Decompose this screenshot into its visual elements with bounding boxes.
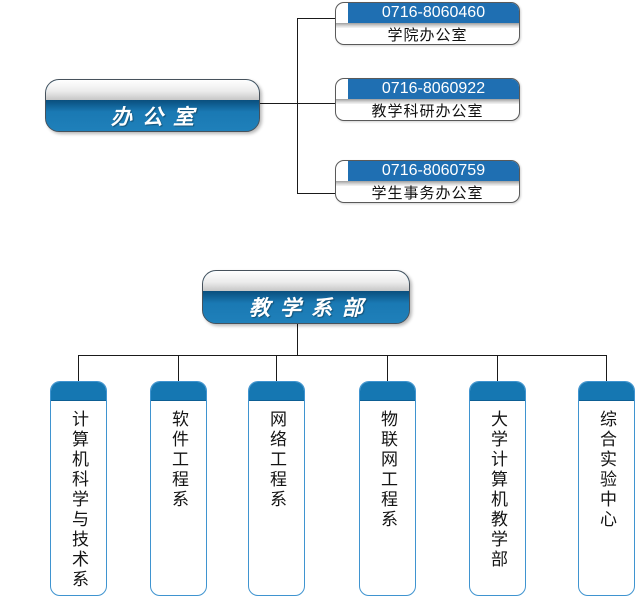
teaching-node-label: 教学系部 [249, 295, 373, 320]
dept-node-cap [470, 382, 525, 401]
dept-label-software-engineering: 软件工程系 [169, 410, 188, 510]
phone-node-college-office: 0716-8060460 学院办公室 [335, 2, 520, 45]
dept-node-cap [579, 382, 634, 401]
teaching-node-gloss-cap [203, 271, 409, 291]
dept-node-comprehensive-lab-center: 综合实验中心 [578, 381, 635, 596]
dept-label-computer-science: 计算机科学与技术系 [69, 410, 88, 590]
phone-label-teaching-research-office: 教学科研办公室 [371, 103, 484, 120]
connector-drop-network [276, 355, 277, 382]
phone-node-divider [336, 99, 519, 104]
phone-number-teaching-research-office: 0716-8060922 [348, 79, 519, 99]
teaching-parent-node: 教学系部 [202, 270, 410, 324]
dept-label-university-computer-teaching: 大学计算机教学部 [488, 410, 507, 570]
phone-node-student-affairs-office: 0716-8060759 学生事务办公室 [335, 160, 520, 203]
phone-number-college-office: 0716-8060460 [348, 3, 519, 23]
dept-label-comprehensive-lab-center: 综合实验中心 [597, 410, 616, 530]
connector-branch-college-office [297, 18, 335, 19]
connector-drop-iot [387, 355, 388, 382]
connector-branch-student-affairs [297, 193, 335, 194]
dept-node-network-engineering: 网络工程系 [248, 381, 305, 596]
connector-teaching-stem [297, 322, 298, 355]
office-parent-node: 办公室 [45, 79, 260, 132]
connector-drop-lab-center [606, 355, 607, 382]
connector-teaching-rail [78, 355, 607, 356]
connector-drop-software [178, 355, 179, 382]
dept-node-cap [360, 382, 415, 401]
dept-node-software-engineering: 软件工程系 [150, 381, 207, 596]
dept-node-iot-engineering: 物联网工程系 [359, 381, 416, 596]
dept-label-iot-engineering: 物联网工程系 [378, 410, 397, 530]
dept-node-cap [249, 382, 304, 401]
dept-node-cap [51, 382, 106, 401]
phone-label-college-office: 学院办公室 [387, 27, 468, 44]
office-node-gloss-cap [46, 80, 259, 100]
connector-drop-univ-computer [497, 355, 498, 382]
phone-node-divider [336, 181, 519, 186]
phone-number-student-affairs-office: 0716-8060759 [348, 161, 519, 181]
dept-label-network-engineering: 网络工程系 [267, 410, 286, 510]
connector-drop-computer-science [78, 355, 79, 382]
office-node-body: 办公室 [46, 100, 259, 131]
connector-office-vertical-rail [297, 18, 298, 194]
dept-node-university-computer-teaching: 大学计算机教学部 [469, 381, 526, 596]
dept-node-computer-science: 计算机科学与技术系 [50, 381, 107, 596]
phone-node-divider [336, 23, 519, 28]
teaching-node-body: 教学系部 [203, 291, 409, 323]
phone-node-teaching-research-office: 0716-8060922 教学科研办公室 [335, 78, 520, 121]
phone-label-student-affairs-office: 学生事务办公室 [371, 185, 484, 202]
connector-office-to-children [258, 103, 335, 104]
dept-node-cap [151, 382, 206, 401]
office-node-label: 办公室 [111, 103, 204, 129]
